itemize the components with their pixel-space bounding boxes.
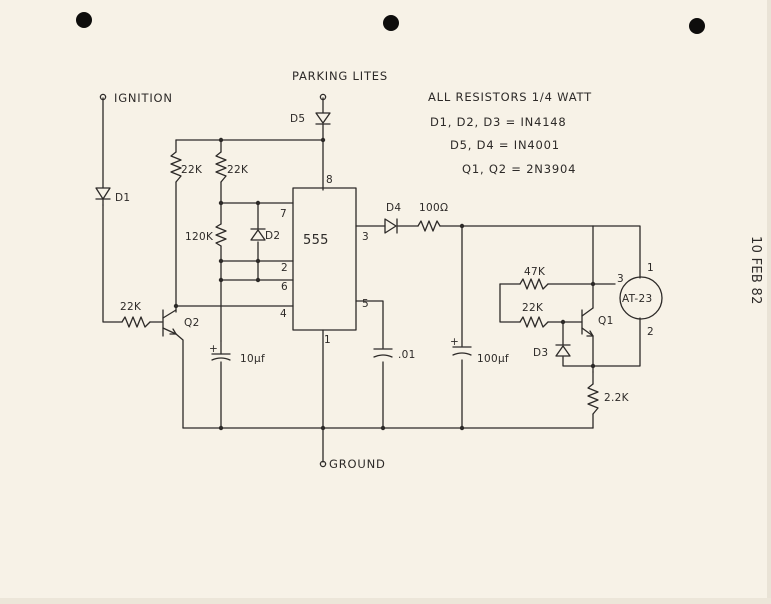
ic-555-label: 555 xyxy=(303,233,329,248)
ic-pin-7: 7 xyxy=(280,208,287,220)
resistor-120k xyxy=(215,223,227,247)
meter-label: AT-23 xyxy=(622,293,652,305)
r-2-2k-label: 2.2K xyxy=(604,392,630,404)
ground-label: GROUND xyxy=(329,457,386,471)
diode-d5 xyxy=(315,112,331,125)
diode-d2 xyxy=(250,228,266,241)
binder-hole xyxy=(689,18,705,34)
transistor-q2 xyxy=(162,309,177,337)
d4-label: D4 xyxy=(386,202,401,214)
c-10uf-polarity: + xyxy=(209,343,218,355)
ic-pin-2: 2 xyxy=(281,262,288,274)
diode-d4 xyxy=(384,218,398,234)
parking-lites-label: PARKING LITES xyxy=(292,69,388,83)
transistor-q1 xyxy=(581,307,594,337)
d2-label: D2 xyxy=(265,230,280,242)
q1-label: Q1 xyxy=(598,315,614,327)
d3-label: D3 xyxy=(533,347,548,359)
resistor-2-2k xyxy=(587,383,599,415)
c-10uf-label: 10µf xyxy=(240,353,265,365)
r-22k-left-label: 22K xyxy=(181,164,203,176)
c-01-label: .01 xyxy=(398,349,416,361)
ic-pin-5: 5 xyxy=(362,298,369,310)
resistor-22k-q1-base xyxy=(519,316,549,328)
date-label: 10 FEB 82 xyxy=(748,236,763,305)
r-22k-q2-label: 22K xyxy=(120,301,142,313)
sheet-edge xyxy=(767,0,771,604)
diode-d3 xyxy=(555,344,571,357)
sheet-edge xyxy=(0,598,771,604)
wires xyxy=(102,97,641,463)
capacitor-01 xyxy=(373,348,393,358)
r-22k-q1-label: 22K xyxy=(522,302,544,314)
r-120k-label: 120K xyxy=(185,231,214,243)
ic-pin-1: 1 xyxy=(324,334,331,346)
capacitor-100uf xyxy=(452,346,472,356)
binder-hole xyxy=(383,15,399,31)
note-diodes-power: D5, D4 = IN4001 xyxy=(450,138,560,152)
meter-pin-2: 2 xyxy=(647,326,654,338)
r-22k-right-label: 22K xyxy=(227,164,249,176)
note-transistors: Q1, Q2 = 2N3904 xyxy=(462,162,576,176)
resistor-22k-left xyxy=(170,151,182,183)
ic-pin-8: 8 xyxy=(326,174,333,186)
meter-pin-3: 3 xyxy=(617,273,624,285)
resistor-22k-right xyxy=(215,151,227,183)
resistor-47k xyxy=(519,278,549,290)
capacitor-10uf xyxy=(211,340,231,361)
ignition-terminal xyxy=(99,93,107,101)
r-47k-label: 47K xyxy=(524,266,546,278)
ic-pin-3: 3 xyxy=(362,231,369,243)
note-diodes-small: D1, D2, D3 = IN4148 xyxy=(430,115,567,129)
binder-hole xyxy=(76,12,92,28)
d1-label: D1 xyxy=(115,192,130,204)
meter-at23 xyxy=(619,276,663,320)
note-resistors: ALL RESISTORS 1/4 WATT xyxy=(428,90,592,104)
parking-lites-terminal xyxy=(319,93,327,101)
c-100uf-polarity: + xyxy=(450,336,459,348)
ic-pin-6: 6 xyxy=(281,281,288,293)
r-100-ohm-label: 100Ω xyxy=(419,202,448,214)
junction-dots xyxy=(173,137,596,431)
c-100uf-label: 100µf xyxy=(477,353,509,365)
meter-pin-1: 1 xyxy=(647,262,654,274)
ic-555-body xyxy=(292,187,357,331)
ic-pin-4: 4 xyxy=(280,308,287,320)
ground-terminal xyxy=(319,460,327,468)
d5-label: D5 xyxy=(290,113,305,125)
resistor-22k-q2-base xyxy=(121,316,151,328)
q2-label: Q2 xyxy=(184,317,200,329)
diode-d1 xyxy=(95,187,111,206)
ignition-label: IGNITION xyxy=(114,91,173,105)
resistor-100-ohm xyxy=(417,220,441,232)
